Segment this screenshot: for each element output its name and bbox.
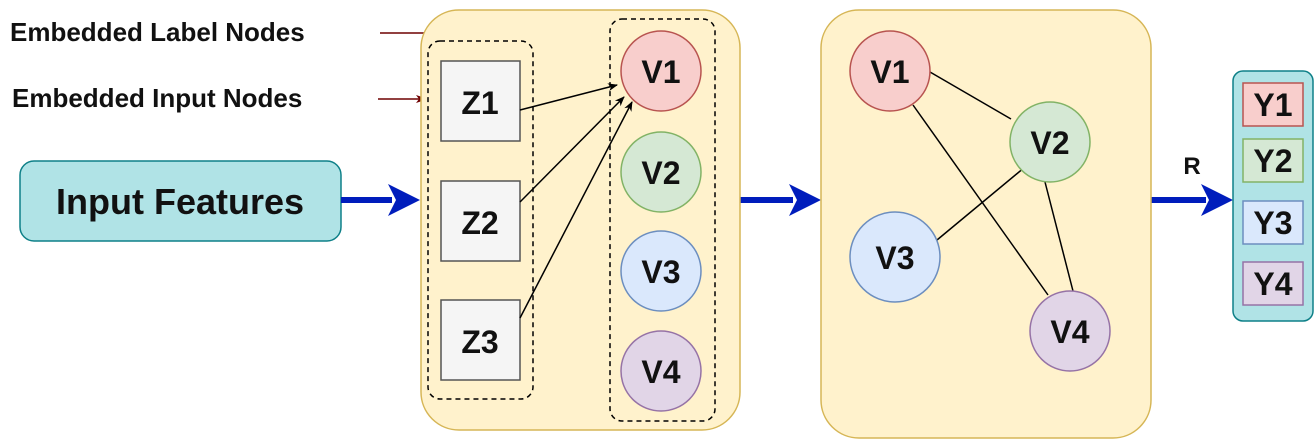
- svg-text:V1: V1: [641, 54, 680, 90]
- arrow-embedding-to-graph: [740, 184, 821, 216]
- output-label-y4: Y4: [1242, 261, 1304, 306]
- output-labels-panel: [1232, 70, 1314, 322]
- annotation-label-nodes: Embedded Label Nodes: [10, 17, 305, 47]
- edge-z2-v1: [519, 96, 625, 203]
- embedded-label-v3: V3: [620, 230, 702, 312]
- input-nodes-group: [427, 40, 534, 400]
- output-label-y3: Y3: [1242, 200, 1304, 245]
- graph-node-v4: V4: [1029, 290, 1111, 372]
- svg-text:Z3: Z3: [461, 324, 498, 360]
- output-label-y2: Y2: [1242, 138, 1304, 183]
- arrow-graph-to-output: [1151, 184, 1233, 216]
- graph-node-v1: V1: [849, 30, 931, 112]
- output-label-y1: Y1: [1242, 82, 1304, 127]
- output-arrow-label: R: [1183, 153, 1200, 180]
- svg-text:Y4: Y4: [1253, 266, 1292, 302]
- svg-text:Y3: Y3: [1253, 205, 1292, 241]
- svg-text:V4: V4: [1050, 314, 1089, 350]
- graph-edge-v1-v2: [929, 71, 1012, 120]
- svg-text:Y2: Y2: [1253, 143, 1292, 179]
- svg-text:Y1: Y1: [1253, 87, 1292, 123]
- graph-node-v3: V3: [849, 211, 941, 303]
- embedded-input-z3: Z3: [440, 299, 521, 381]
- svg-text:V1: V1: [870, 54, 909, 90]
- edge-z1-v1: [519, 83, 618, 111]
- graph-edge-v2-v4: [1044, 181, 1074, 292]
- embedded-label-v2: V2: [620, 131, 702, 213]
- embedded-label-v4: V4: [620, 330, 702, 412]
- embedded-input-z1: Z1: [440, 60, 521, 142]
- svg-text:Z1: Z1: [461, 85, 498, 121]
- svg-text:V2: V2: [1030, 125, 1069, 161]
- svg-text:V3: V3: [641, 254, 680, 290]
- graph-edge-v1-v4: [912, 104, 1049, 296]
- embedded-label-v1: V1: [620, 30, 702, 112]
- label-nodes-group: [609, 18, 716, 422]
- input-features-label: Input Features: [56, 181, 304, 222]
- edge-z3-v1: [519, 101, 633, 319]
- svg-text:V2: V2: [641, 155, 680, 191]
- svg-text:V4: V4: [641, 354, 680, 390]
- embedded-input-z2: Z2: [440, 180, 521, 262]
- svg-text:Z2: Z2: [461, 205, 498, 241]
- graph-edge-v2-v3: [936, 166, 1026, 241]
- svg-text:V3: V3: [875, 240, 914, 276]
- annotation-input-nodes: Embedded Input Nodes: [12, 83, 302, 113]
- graph-node-v2: V2: [1009, 101, 1091, 183]
- arrow-input-to-embedding: [341, 184, 420, 216]
